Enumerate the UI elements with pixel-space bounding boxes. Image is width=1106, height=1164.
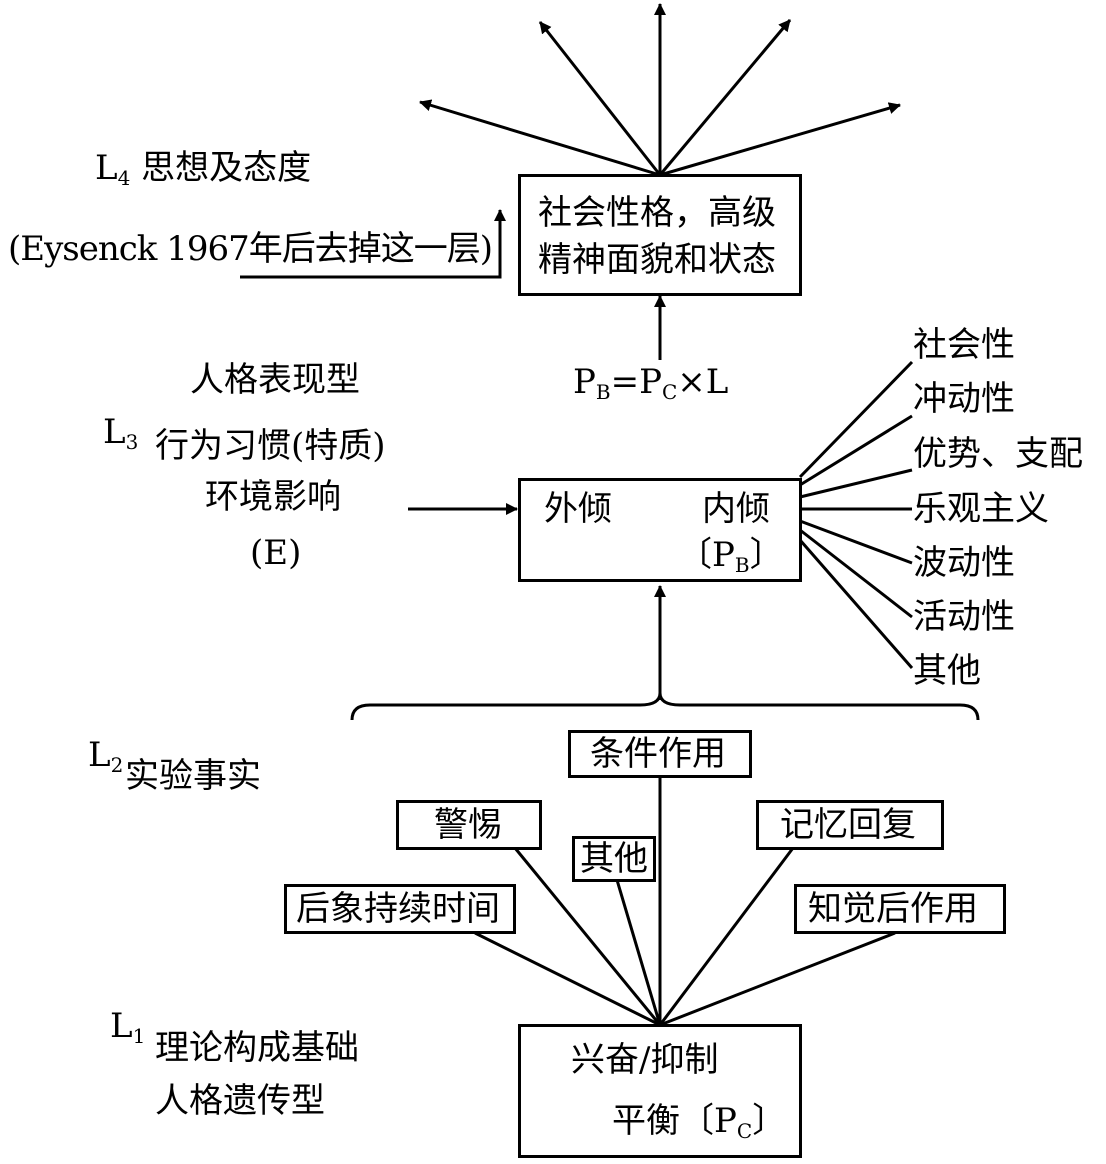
l1-line2: 人格遗传型 [155, 1081, 325, 1121]
l3-letter: L [103, 412, 126, 452]
balance-label: 平衡〔PC〕 [612, 1101, 787, 1143]
fan-arrow-left [419, 99, 661, 177]
pb-label: 〔PB〕 [678, 535, 784, 577]
afterimage-label: 后象持续时间 [296, 889, 500, 929]
social-character-line1: 社会性格，高级 [538, 193, 776, 233]
fan-arrow-upright [658, 19, 792, 176]
l4-heading: L4 思想及态度 [95, 148, 311, 192]
excitation-inhibition-box [518, 1024, 802, 1158]
l1-heading: L1 [110, 1006, 145, 1050]
trait-line [798, 360, 914, 479]
trait-line [799, 468, 913, 499]
l3-sub: 3 [125, 430, 139, 454]
aftereffect-label: 知觉后作用 [808, 889, 978, 929]
other-experiment-box [572, 836, 656, 882]
l2-sub: 2 [110, 753, 124, 777]
exp-line [615, 879, 662, 1026]
formula: PB=PC×L [573, 362, 729, 404]
curly-brace [350, 692, 980, 721]
l3-line1: 人格表现型 [190, 360, 360, 400]
vigilance-label: 警惕 [434, 805, 502, 845]
trait-activity: 活动性 [913, 597, 1015, 637]
l3-line2: 行为习惯(特质) [155, 426, 386, 466]
exp-line [659, 931, 896, 1027]
l3-heading: L3 [103, 412, 138, 456]
l4-letter: L [95, 148, 118, 188]
vigilance-box [396, 800, 542, 850]
excitation-inhibition-label: 兴奋/抑制 [571, 1040, 719, 1080]
social-character-line2: 精神面貌和状态 [538, 240, 776, 280]
extraversion-label: 外倾 [544, 489, 612, 529]
afterimage-box [284, 884, 516, 934]
l1-letter: L [110, 1006, 133, 1046]
conditioning-label: 条件作用 [590, 734, 726, 774]
l1-line1: 理论构成基础 [155, 1028, 359, 1068]
trait-other: 其他 [913, 651, 981, 691]
trait-line [799, 519, 913, 565]
l2-title: 实验事实 [125, 756, 261, 796]
l2-heading: L2 [88, 735, 123, 779]
l4-note: (Eysenck 1967年后去掉这一层) [8, 229, 493, 269]
extraversion-box [518, 478, 802, 582]
l4-sub: 4 [117, 166, 131, 190]
trait-impulsiveness: 冲动性 [913, 379, 1015, 419]
exp-line [513, 847, 662, 1026]
l1-sub: 1 [132, 1024, 146, 1048]
trait-sociability: 社会性 [913, 325, 1015, 365]
l2-letter: L [88, 735, 111, 775]
social-character-box [518, 174, 802, 296]
l4-title: 思想及态度 [141, 148, 312, 188]
trait-dominance: 优势、支配 [913, 434, 1083, 474]
trait-line [799, 528, 913, 619]
trait-optimism: 乐观主义 [913, 489, 1049, 529]
l3-line4: (E) [250, 533, 302, 573]
memory-box [756, 800, 944, 850]
l3-line3: 环境影响 [205, 477, 341, 517]
aftereffect-box [794, 884, 1006, 934]
trait-line [798, 539, 914, 669]
trait-line [799, 414, 913, 487]
trait-fluctuation: 波动性 [913, 543, 1015, 583]
introversion-label: 内倾 [702, 489, 770, 529]
conditioning-box [568, 730, 752, 778]
exp-line [474, 931, 661, 1027]
fan-arrow-right [659, 102, 901, 177]
l4-side-arrow [240, 209, 506, 279]
fan-arrow-upleft [538, 21, 662, 176]
other-experiment-label: 其他 [580, 839, 648, 879]
exp-line [658, 847, 795, 1026]
memory-label: 记忆回复 [780, 805, 916, 845]
